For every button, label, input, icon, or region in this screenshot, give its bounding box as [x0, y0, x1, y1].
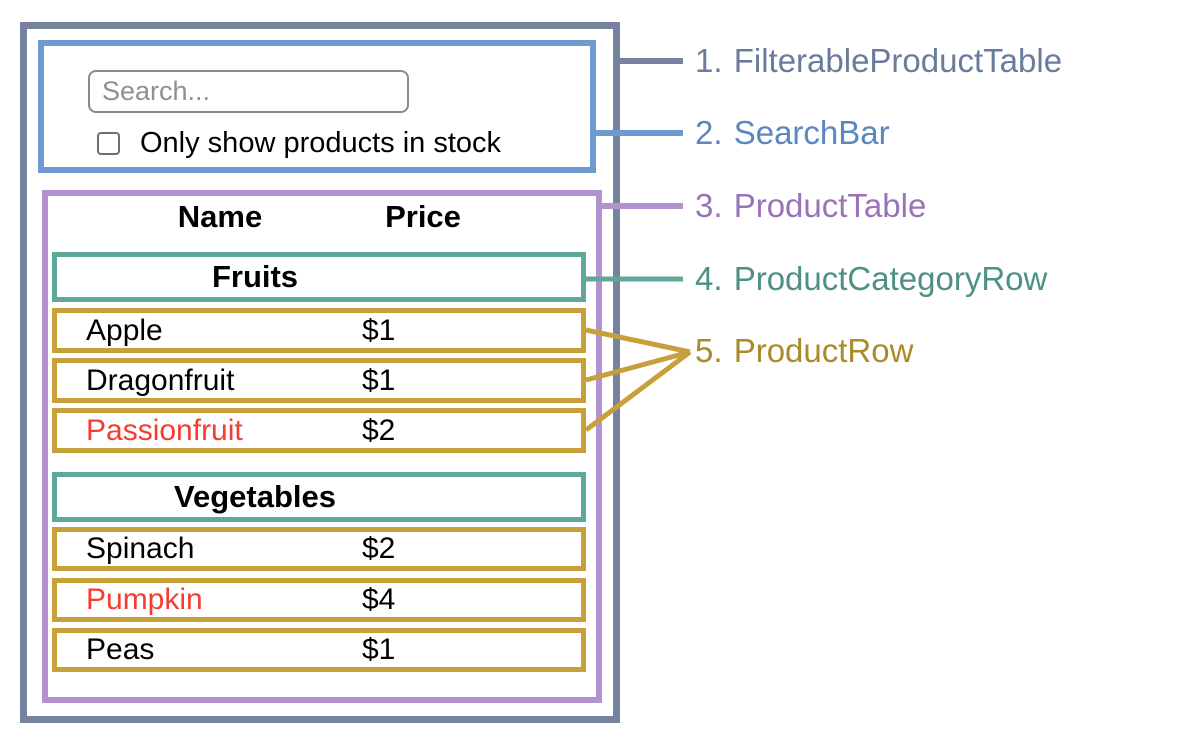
component-label-search-bar: 2. SearchBar [695, 114, 890, 152]
product-price: $2 [362, 413, 396, 447]
label-name: ProductTable [733, 187, 927, 224]
in-stock-checkbox-label[interactable]: Only show products in stock [140, 126, 502, 159]
product-row-pumpkin: Pumpkin $4 [52, 578, 586, 622]
component-label-product-table: 3. ProductTable [695, 187, 926, 225]
category-row-fruits: Fruits [52, 252, 586, 302]
label-number: 5. [695, 332, 723, 369]
product-price: $4 [362, 583, 396, 616]
label-number: 4. [695, 260, 723, 297]
product-name: Spinach [86, 532, 195, 565]
category-label: Vegetables [174, 479, 336, 514]
label-name: ProductCategoryRow [733, 260, 1048, 297]
product-price: $1 [362, 313, 396, 347]
category-row-vegetables: Vegetables [52, 472, 586, 522]
in-stock-filter-row: Only show products in stock [97, 127, 501, 159]
label-name: FilterableProductTable [733, 42, 1063, 79]
component-label-filterable-product-table: 1. FilterableProductTable [695, 42, 1062, 80]
product-row-peas: Peas $1 [52, 628, 586, 672]
product-table-box [42, 190, 602, 703]
label-name: ProductRow [733, 332, 914, 369]
component-label-product-row: 5. ProductRow [695, 332, 913, 370]
label-number: 2. [695, 114, 723, 151]
product-row-dragonfruit: Dragonfruit $1 [52, 358, 586, 403]
product-row-passionfruit: Passionfruit $2 [52, 408, 586, 453]
product-price: $1 [362, 633, 396, 666]
column-header-price: Price [385, 199, 461, 234]
product-name: Pumpkin [86, 583, 203, 616]
label-number: 1. [695, 42, 723, 79]
component-label-product-category-row: 4. ProductCategoryRow [695, 260, 1047, 298]
product-price: $1 [362, 363, 396, 397]
product-row-apple: Apple $1 [52, 308, 586, 353]
search-bar-box [38, 40, 596, 173]
category-label: Fruits [211, 259, 299, 294]
column-header-name: Name [177, 199, 263, 234]
label-name: SearchBar [733, 114, 890, 151]
product-name: Peas [86, 633, 155, 666]
in-stock-checkbox[interactable] [97, 131, 120, 155]
product-name: Dragonfruit [86, 363, 235, 397]
product-name: Apple [86, 313, 163, 347]
product-row-spinach: Spinach $2 [52, 527, 586, 571]
label-number: 3. [695, 187, 723, 224]
search-input[interactable] [88, 70, 409, 113]
product-name: Passionfruit [86, 413, 243, 447]
product-price: $2 [362, 532, 396, 565]
